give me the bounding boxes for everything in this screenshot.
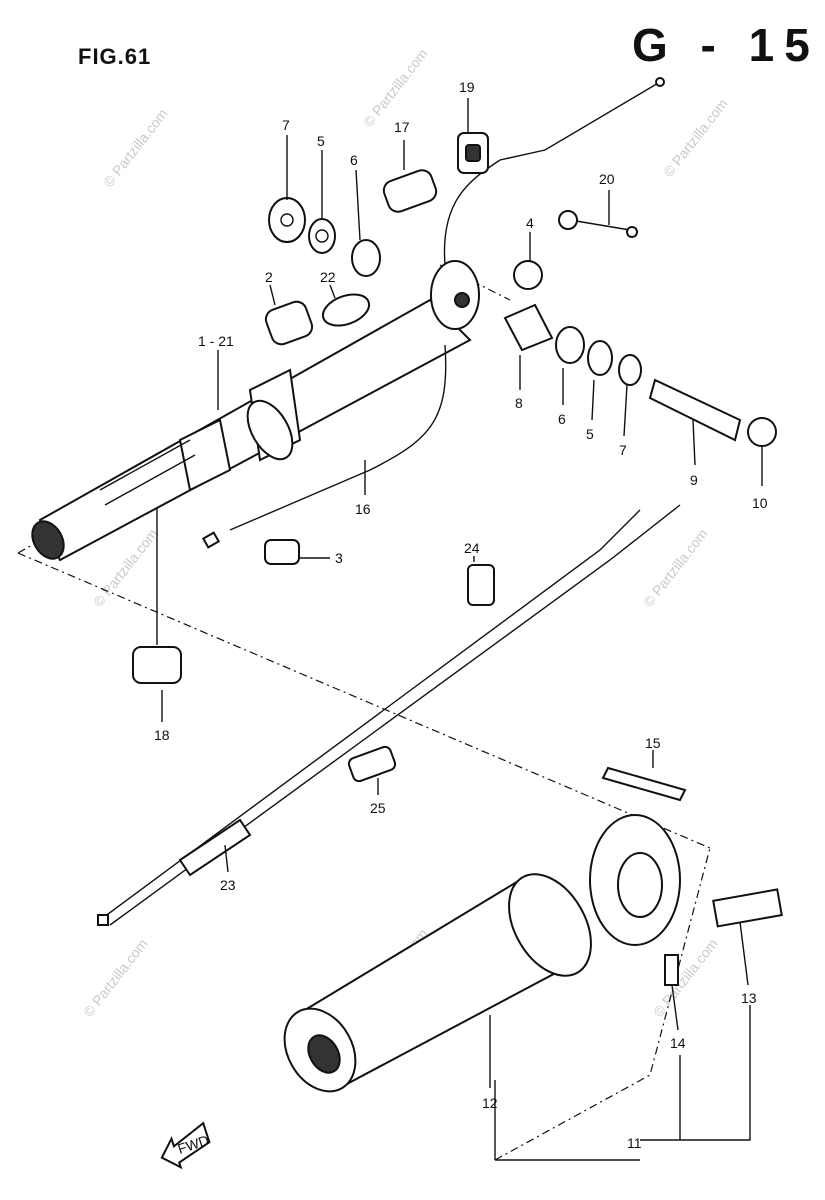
callout-20: 20: [599, 171, 615, 187]
nut-10: [747, 417, 777, 447]
cover-13: [712, 888, 783, 928]
callout-7b: 7: [619, 442, 627, 458]
callout-11: 11: [627, 1135, 642, 1151]
cable-16: [229, 344, 447, 531]
callout-9: 9: [690, 472, 698, 488]
callout-5b: 5: [586, 426, 594, 442]
grommet-2: [264, 300, 314, 346]
bushing-5b: [587, 340, 613, 376]
plate-15: [601, 766, 687, 802]
reference-line: [494, 847, 711, 1161]
reference-line: [17, 552, 711, 849]
clamp-25: [347, 745, 397, 783]
callout-6: 6: [350, 152, 358, 168]
grip-12: [283, 873, 592, 1093]
callout-1-21: 1 - 21: [198, 333, 234, 349]
washer-7: [268, 197, 306, 243]
callout-7: 7: [282, 117, 290, 133]
collar-6: [351, 239, 381, 277]
callout-10: 10: [752, 495, 768, 511]
callout-4: 4: [526, 215, 534, 231]
callout-2: 2: [265, 269, 273, 285]
callout-5: 5: [317, 133, 325, 149]
figure-label: FIG.61: [78, 44, 152, 69]
callout-14: 14: [670, 1035, 686, 1051]
clamp-17: [382, 169, 438, 213]
callout-6b: 6: [558, 411, 566, 427]
callout-19: 19: [459, 79, 475, 95]
callout-25: 25: [370, 800, 386, 816]
bushing-4: [513, 260, 543, 290]
callout-12: 12: [482, 1095, 498, 1111]
spacer-8: [503, 303, 554, 352]
callout-24: 24: [464, 540, 480, 556]
callout-13: 13: [741, 990, 757, 1006]
page-code: G - 15: [632, 19, 820, 71]
callout-17: 17: [394, 119, 410, 135]
washer-7b: [618, 354, 642, 386]
callout-8: 8: [515, 395, 523, 411]
wire-20: [569, 219, 631, 231]
cable-23: [99, 509, 641, 921]
bolt-9: [648, 378, 742, 442]
callout-23: 23: [220, 877, 236, 893]
bushing-5: [308, 218, 336, 254]
holder-24: [467, 564, 495, 606]
cable-upper: [443, 81, 661, 266]
clamp-3: [264, 539, 300, 565]
callout-16: 16: [355, 501, 371, 517]
collar-6b: [555, 326, 585, 364]
clamp-18: [132, 646, 182, 684]
cap-22: [321, 293, 371, 327]
handlebar: [31, 260, 480, 562]
callout-3: 3: [335, 550, 343, 566]
forward-arrow: FWD: [160, 1121, 211, 1170]
bracket-11: [495, 1045, 751, 1161]
callout-15: 15: [645, 735, 661, 751]
callout-22: 22: [320, 269, 336, 285]
leader-lines: [156, 98, 763, 1160]
screw-14: [664, 954, 679, 986]
callout-18: 18: [154, 727, 170, 743]
